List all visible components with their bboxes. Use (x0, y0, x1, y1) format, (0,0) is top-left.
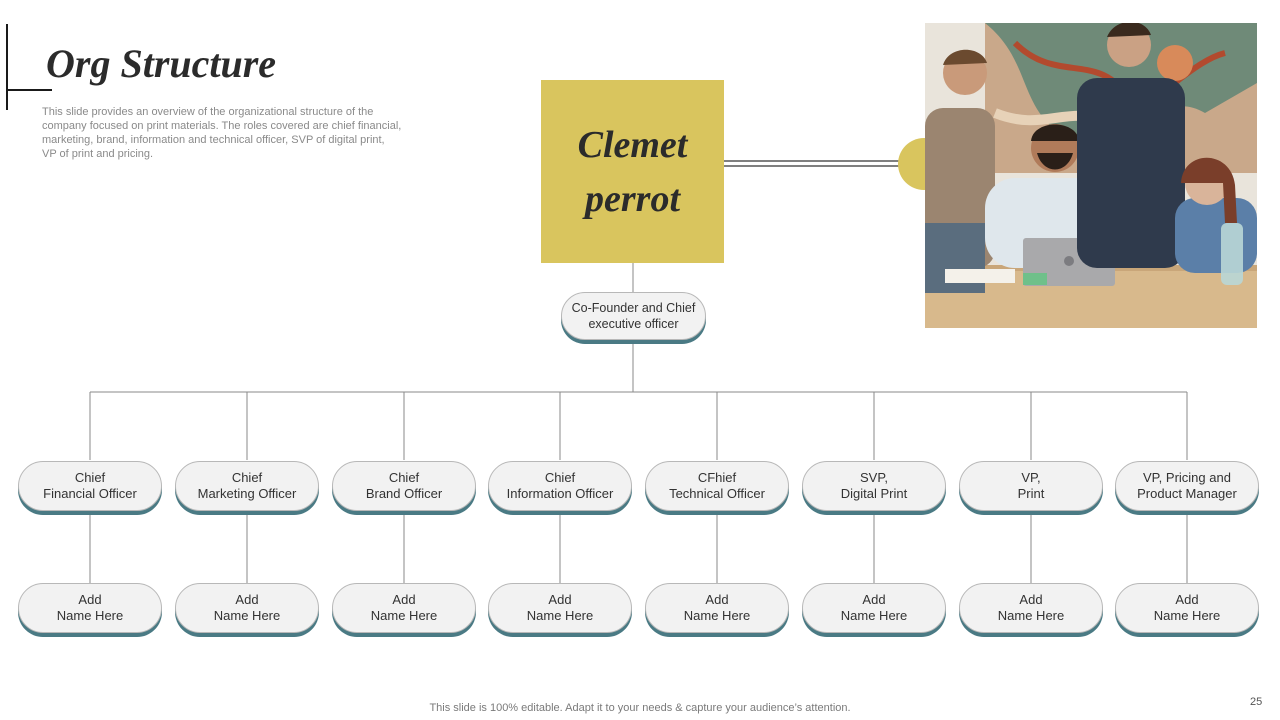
slide-description: This slide provides an overview of the o… (42, 106, 402, 160)
name-line2: Name Here (526, 608, 594, 623)
role-pill: SVP,Digital Print (802, 461, 946, 511)
page-number: 25 (1250, 696, 1263, 708)
page-title: Org Structure (46, 41, 277, 86)
team-photo (925, 23, 1257, 328)
role-label: VP,Print (1018, 470, 1045, 502)
role-label-line1: VP, (1021, 470, 1041, 485)
role-label-line1: CFhief (697, 470, 737, 485)
role-label-line1: Chief (231, 470, 263, 485)
ceo-role-label: Co-Founder and Chief executive officer (571, 301, 696, 331)
name-line2: Name Here (213, 608, 281, 623)
name-line2: Name Here (997, 608, 1065, 623)
name-line1: Add (548, 592, 572, 607)
role-label-line2: Print (1017, 486, 1045, 501)
name-line1: Add (392, 592, 416, 607)
ceo-name-line2: perrot (585, 177, 680, 220)
ceo-name: Clemet perrot (553, 118, 713, 226)
role-label-line1: VP, Pricing and (1143, 470, 1231, 485)
role-label-line2: Marketing Officer (197, 486, 297, 501)
name-line2: Name Here (56, 608, 124, 623)
role-label-line2: Brand Officer (365, 486, 443, 501)
footer-note: This slide is 100% editable. Adapt it to… (429, 702, 851, 714)
role-label-line1: Chief (74, 470, 106, 485)
ceo-name-box: Clemet perrot (541, 80, 724, 263)
branch-lines (89, 392, 1188, 583)
name-line2: Name Here (840, 608, 908, 623)
ceo-name-line1: Clemet (577, 123, 688, 166)
name-line2: Name Here (370, 608, 438, 623)
name-line1: Add (705, 592, 729, 607)
name-line1: Add (1175, 592, 1199, 607)
role-label-line2: Technical Officer (669, 486, 765, 501)
corner-mark-horizontal (6, 89, 52, 91)
role-label-line1: Chief (388, 470, 420, 485)
role-label-line1: SVP, (860, 470, 888, 485)
name-line1: Add (1019, 592, 1043, 607)
corner-mark-vertical (6, 24, 8, 110)
role-label-line2: Financial Officer (43, 486, 137, 501)
role-pill: VP,Print (959, 461, 1103, 511)
role-label-line2: Product Manager (1137, 486, 1237, 501)
role-label-line2: Digital Print (840, 486, 908, 501)
ceo-role-pill: Co-Founder and Chief executive officer (561, 292, 706, 340)
name-line1: Add (235, 592, 259, 607)
name-line2: Name Here (683, 608, 751, 623)
role-label-line1: Chief (544, 470, 576, 485)
name-line1: Add (78, 592, 102, 607)
name-line2: Name Here (1153, 608, 1221, 623)
role-label-line2: Information Officer (506, 486, 614, 501)
role-label: SVP,Digital Print (841, 470, 907, 502)
name-line1: Add (862, 592, 886, 607)
team-photo-image (925, 23, 1257, 328)
